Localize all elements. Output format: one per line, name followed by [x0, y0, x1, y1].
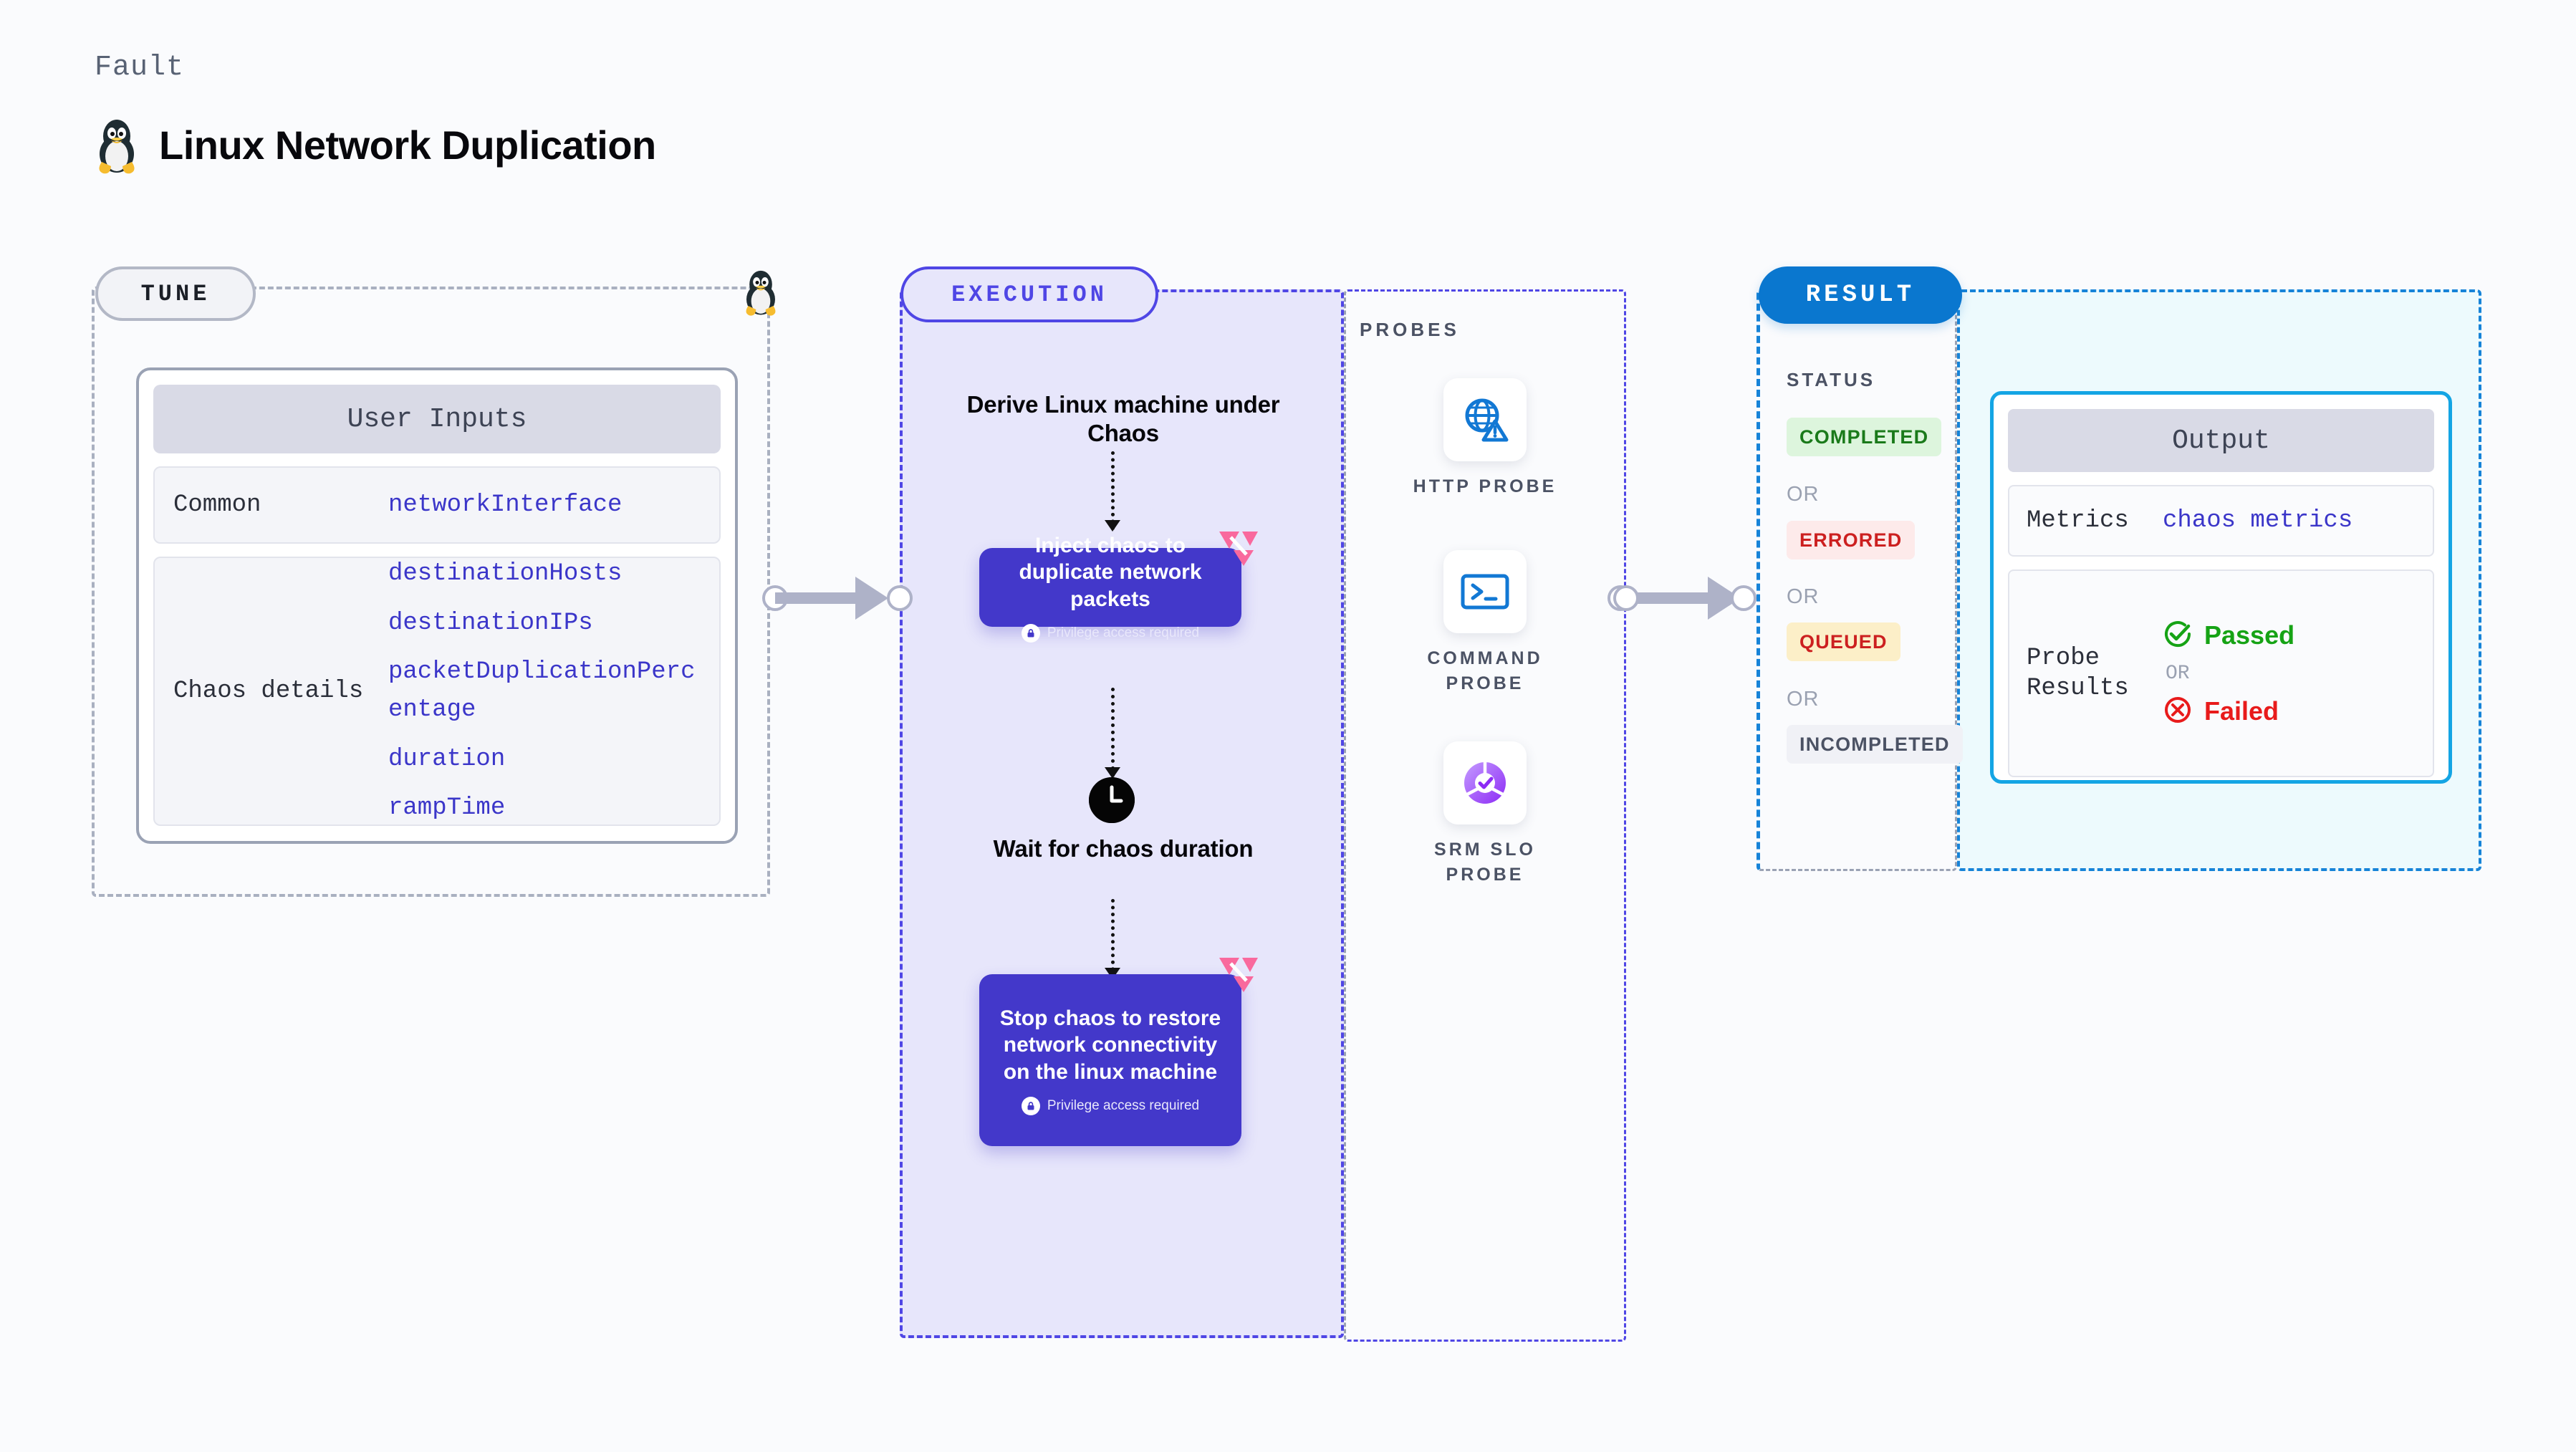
privilege-note-text: Privilege access required — [1047, 1098, 1200, 1114]
connector-tune-to-execution — [762, 577, 914, 620]
row-key: Probe Results — [2027, 644, 2129, 703]
privilege-note: Privilege access required — [1021, 1097, 1200, 1116]
connector-start-dot — [1613, 585, 1639, 611]
connector-shaft — [775, 592, 868, 604]
param-packetduplicationpercentage[interactable]: packetDuplicationPercentage — [388, 658, 696, 723]
or-separator: OR — [1787, 688, 1820, 711]
execution-stage-badge[interactable]: EXECUTION — [900, 266, 1158, 322]
row-value-chaos-metrics[interactable]: chaos metrics — [2163, 507, 2353, 534]
user-inputs-header: User Inputs — [153, 385, 721, 453]
or-separator: OR — [1787, 483, 1820, 506]
row-values: networkInterface — [388, 486, 622, 524]
row-key: Metrics — [2027, 506, 2129, 534]
probe-srm-slo[interactable]: SRM SLO PROBE — [1392, 741, 1578, 887]
execution-step-stop-chaos[interactable]: Stop chaos to restore network connectivi… — [979, 974, 1241, 1146]
status-badge-completed: COMPLETED — [1787, 418, 1942, 456]
connector-end-dot — [1731, 585, 1756, 611]
probes-label: PROBES — [1360, 319, 1460, 340]
or-separator: OR — [1787, 585, 1820, 608]
status-label: STATUS — [1787, 369, 1876, 390]
execution-step-derive-title: Derive Linux machine under Chaos — [966, 391, 1280, 447]
row-key: Chaos details — [173, 677, 364, 705]
linux-penguin-corner-icon — [741, 266, 781, 320]
linux-penguin-icon — [93, 115, 140, 175]
clock-icon — [1089, 777, 1135, 823]
chaos-card-title: Inject chaos to duplicate network packet… — [1019, 533, 1202, 611]
flow-arrow-3 — [1105, 899, 1120, 979]
close-circle-icon — [2163, 695, 2193, 729]
lock-icon — [1021, 1097, 1040, 1116]
row-key: Common — [173, 491, 261, 519]
param-ramptime[interactable]: rampTime — [388, 794, 506, 822]
param-networkinterface[interactable]: networkInterface — [388, 491, 623, 519]
probe-result-failed: Failed — [2163, 695, 2294, 729]
connector-end-dot — [887, 585, 913, 611]
probe-command[interactable]: COMMAND PROBE — [1392, 550, 1578, 696]
probe-result-passed: Passed — [2163, 619, 2294, 653]
output-row-metrics: Metrics chaos metrics — [2008, 485, 2434, 557]
privilege-note: Privilege access required — [1021, 624, 1200, 643]
slo-check-donut-icon — [1443, 741, 1527, 824]
flow-arrow-1 — [1105, 451, 1120, 532]
status-badge-queued: QUEUED — [1787, 622, 1900, 661]
probe-http[interactable]: HTTP PROBE — [1392, 378, 1578, 499]
param-destinationhosts[interactable]: destinationHosts — [388, 559, 623, 587]
probe-label: HTTP PROBE — [1413, 476, 1557, 496]
lock-icon — [1021, 624, 1040, 643]
page-title-row: Linux Network Duplication — [93, 115, 656, 175]
chaos-card-title: Stop chaos to restore network connectivi… — [999, 1006, 1221, 1084]
probe-passed-label: Passed — [2204, 620, 2295, 650]
output-row-probe-results: Probe Results Passed OR — [2008, 569, 2434, 777]
output-header: Output — [2008, 409, 2434, 472]
fault-kicker: Fault — [95, 52, 185, 84]
execution-step-inject-chaos[interactable]: Inject chaos to duplicate network packet… — [979, 534, 1241, 643]
probe-label: COMMAND PROBE — [1427, 648, 1543, 693]
result-status-boundary — [1756, 289, 1957, 871]
page-title: Linux Network Duplication — [159, 122, 656, 168]
harness-mark-icon — [1218, 530, 1259, 567]
result-stage-badge[interactable]: RESULT — [1759, 266, 1962, 324]
probe-result-values: Passed OR Failed — [2163, 619, 2294, 729]
tune-stage-badge[interactable]: TUNE — [95, 266, 256, 321]
harness-mark-icon — [1218, 956, 1259, 994]
row-values: destinationHosts destinationIPs packetDu… — [388, 555, 701, 827]
user-inputs-row-common: Common networkInterface — [153, 466, 721, 544]
status-badge-errored: ERRORED — [1787, 521, 1916, 559]
flow-arrow-2 — [1105, 688, 1120, 779]
param-duration[interactable]: duration — [388, 745, 506, 773]
probe-label: SRM SLO PROBE — [1434, 840, 1536, 885]
probe-failed-label: Failed — [2204, 696, 2279, 726]
status-badge-incompleted: INCOMPLETED — [1787, 725, 1963, 764]
privilege-note-text: Privilege access required — [1047, 625, 1200, 641]
param-destinationips[interactable]: destinationIPs — [388, 609, 593, 637]
user-inputs-row-chaos-details: Chaos details destinationHosts destinati… — [153, 557, 721, 826]
connector-arrowhead — [855, 577, 888, 620]
check-circle-icon — [2163, 619, 2193, 653]
output-card: Output Metrics chaos metrics Probe Resul… — [1990, 391, 2452, 784]
globe-warning-icon — [1443, 378, 1527, 461]
or-separator: OR — [2166, 662, 2190, 685]
terminal-prompt-icon — [1443, 550, 1527, 633]
execution-step-wait-title: Wait for chaos duration — [993, 835, 1254, 862]
user-inputs-card: User Inputs Common networkInterface Chao… — [136, 367, 738, 844]
connector-shaft — [1620, 592, 1721, 604]
